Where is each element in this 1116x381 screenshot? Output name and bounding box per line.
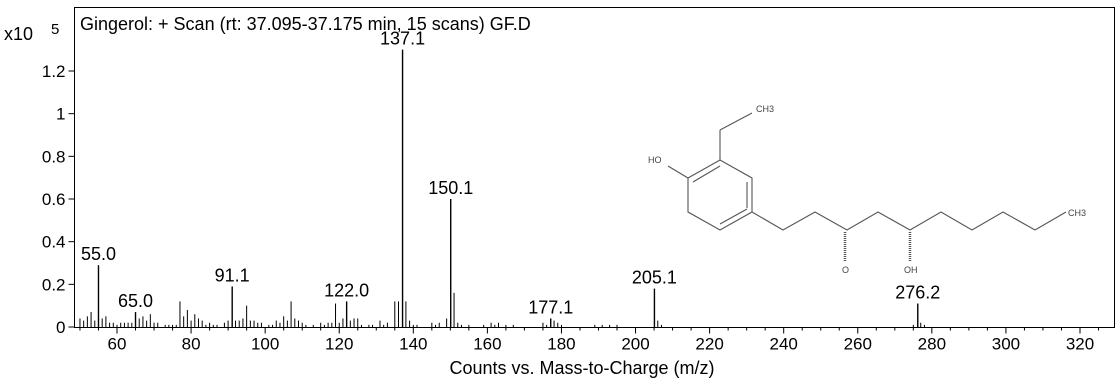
x-tick-label: 160 [473, 335, 501, 354]
y-ticks: 0 0.2 0.4 0.6 0.8 1 1.2 [42, 62, 75, 337]
x-tick-label: 220 [695, 335, 723, 354]
peak-label: 55.0 [81, 244, 116, 264]
y-tick-label: 0.6 [42, 190, 66, 209]
x-tick-label: 240 [770, 335, 798, 354]
side-chain [751, 211, 1067, 231]
label-terminal-ch3: CH3 [1068, 208, 1086, 218]
label-ho: HO [648, 155, 662, 165]
methoxy-bond-2 [719, 112, 753, 131]
y-tick-label: 0.2 [42, 275, 66, 294]
ring-double-bond-1 [692, 165, 721, 183]
x-tick-label: 200 [621, 335, 649, 354]
x-tick-label: 140 [399, 335, 427, 354]
peak-label: 122.0 [324, 280, 369, 300]
x-tick-label: 80 [182, 335, 201, 354]
peak-label: 65.0 [118, 291, 153, 311]
peak-label: 177.1 [528, 297, 573, 317]
x-axis-label: Counts vs. Mass-to-Charge (m/z) [449, 358, 714, 378]
y-tick-label: 0 [56, 318, 65, 337]
chart-title: Gingerol: + Scan (rt: 37.095-37.175 min,… [80, 14, 531, 34]
x-tick-label: 180 [547, 335, 575, 354]
x-ticks: 60 80 100 120 140 160 180 200 220 240 260 280 300 320 [79, 327, 1100, 354]
y-tick-label: 0.4 [42, 233, 66, 252]
x-tick-label: 320 [1066, 335, 1094, 354]
ring-double-bond-2 [719, 208, 748, 225]
plot-frame [74, 7, 1115, 328]
x-tick-label: 60 [108, 335, 127, 354]
x-tick-label: 260 [844, 335, 872, 354]
x-tick-label: 120 [325, 335, 353, 354]
peaks-layer [79, 49, 925, 327]
hydroxy-bond [667, 165, 689, 179]
peak-label: 276.2 [895, 283, 940, 303]
y-multiplier: x10 [4, 24, 33, 44]
x-tick-label: 280 [918, 335, 946, 354]
label-methoxy-ch3: CH3 [756, 104, 774, 114]
benzene-ring [687, 159, 753, 231]
x-tick-label: 100 [251, 335, 279, 354]
peak-label: 150.1 [428, 178, 473, 198]
y-exponent: 5 [51, 21, 59, 38]
peak-label: 205.1 [632, 268, 677, 288]
y-tick-label: 0.8 [42, 147, 66, 166]
peak-label: 137.1 [380, 29, 425, 49]
label-ketone-o: O [842, 265, 849, 275]
peak-labels: 55.0 65.0 91.1 122.0 137.1 150.1 177.1 205.1 276… [81, 29, 940, 318]
peak-label: 91.1 [215, 265, 250, 285]
x-tick-label: 300 [992, 335, 1020, 354]
gingerol-structure [667, 112, 1067, 262]
molecule-labels: HO CH3 CH3 O OH [648, 104, 1086, 275]
y-tick-label: 1 [56, 105, 65, 124]
label-hydroxy-oh: OH [904, 265, 918, 275]
y-tick-label: 1.2 [42, 62, 66, 81]
